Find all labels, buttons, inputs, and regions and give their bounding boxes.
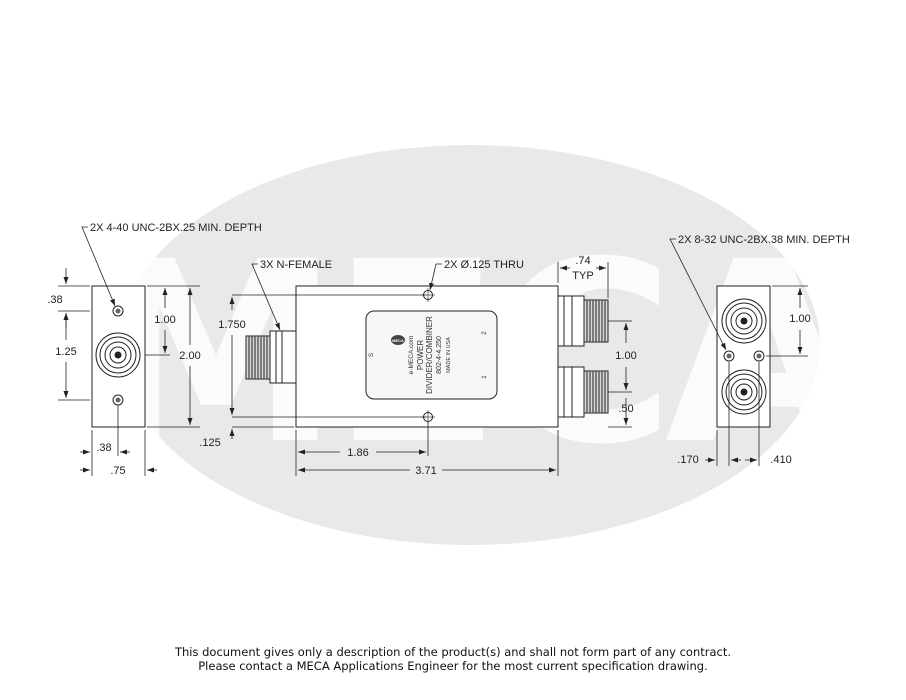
dim-front-height: 1.750 bbox=[218, 319, 246, 331]
connector-port-2 bbox=[557, 295, 609, 347]
dim-left-center-to-hole: 1.00 bbox=[154, 314, 175, 326]
disclaimer-line-2: Please contact a MECA Applications Engin… bbox=[198, 659, 708, 673]
disclaimer-line-1: This document gives only a description o… bbox=[174, 645, 732, 659]
left-end-view bbox=[91, 285, 146, 428]
dim-left-hole-spacing: 1.25 bbox=[55, 346, 76, 358]
dim-front-length: 3.71 bbox=[415, 465, 436, 477]
callout-thru-holes: 2X Ø.125 THRU bbox=[444, 259, 524, 271]
dim-front-hole-x: 1.86 bbox=[347, 447, 368, 459]
plate-line1: POWER bbox=[416, 340, 425, 370]
dim-left-top-hole: .38 bbox=[47, 294, 62, 306]
dim-spacing-typ: TYP bbox=[572, 270, 593, 282]
dim-right-hole-x: .170 bbox=[677, 454, 698, 466]
plate-port-2: 2 bbox=[481, 331, 488, 335]
front-dimension-lines bbox=[229, 262, 632, 476]
plate-port-s: S bbox=[368, 352, 375, 357]
plate-origin: MADE IN USA bbox=[446, 337, 452, 373]
plate-website: e-MECA.com bbox=[408, 336, 415, 375]
plate-model: 802-4-4.250 bbox=[436, 336, 443, 374]
dim-left-height: 2.00 bbox=[179, 350, 200, 362]
plate-line2: DIVIDER/COMBINER bbox=[425, 316, 434, 394]
connector-s bbox=[245, 330, 297, 384]
dim-port-spacing: 1.00 bbox=[615, 350, 636, 362]
dim-left-width: .75 bbox=[110, 465, 125, 477]
dim-left-hole-x: .38 bbox=[96, 442, 111, 454]
plate-logo: MECA bbox=[392, 338, 404, 343]
front-view bbox=[295, 285, 559, 428]
callout-connectors: 3X N-FEMALE bbox=[260, 259, 332, 271]
plate-port-1: 1 bbox=[481, 375, 488, 379]
callout-right-thread: 2X 8-32 UNC-2BX.38 MIN. DEPTH bbox=[678, 234, 850, 246]
dim-right-port-spacing: 1.00 bbox=[789, 313, 810, 325]
dim-right-width: .410 bbox=[770, 454, 791, 466]
label-plate: MECA e-MECA.com POWER DIVIDER/COMBINER 8… bbox=[368, 316, 488, 394]
dim-spacing-top: .74 bbox=[575, 255, 590, 267]
connector-port-1 bbox=[557, 366, 609, 418]
left-dimension-lines bbox=[58, 226, 200, 476]
callout-left-thread: 2X 4-40 UNC-2BX.25 MIN. DEPTH bbox=[90, 222, 262, 234]
dim-port-bottom: .50 bbox=[618, 403, 633, 415]
right-end-view bbox=[716, 285, 771, 428]
dim-front-hole-offset: .125 bbox=[199, 437, 220, 449]
right-dimension-lines bbox=[669, 238, 808, 466]
